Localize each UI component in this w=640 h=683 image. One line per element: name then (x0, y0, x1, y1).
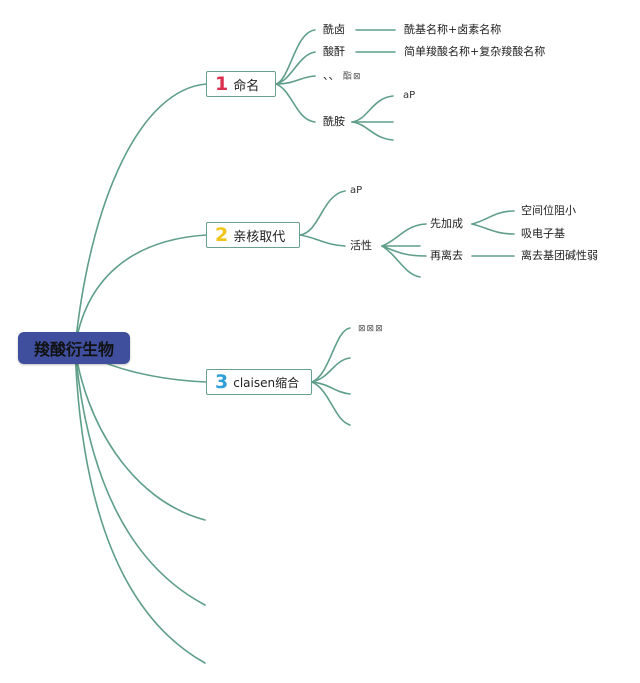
node-anhydride-rule[interactable]: 简单羧酸名称+复杂羧酸名称 (404, 45, 546, 58)
edge-naming-amide (275, 83, 316, 123)
root-node[interactable]: 羧酸衍生物 (18, 332, 130, 364)
node-substitution-ap[interactable]: aP (350, 185, 363, 196)
node-add-first[interactable]: 先加成 (430, 217, 463, 230)
edge-naming-ester (275, 75, 316, 85)
edge-activity-add (381, 223, 427, 247)
branch-number-2: 2 (215, 224, 229, 246)
edge-naming-anhydride (275, 51, 316, 85)
node-amide[interactable]: 酰胺 (323, 115, 345, 128)
node-activity[interactable]: 活性 (350, 239, 372, 252)
edge-amide-child-3 (351, 121, 394, 141)
node-acyl-halide[interactable]: 酰卤 (323, 23, 345, 36)
node-ester[interactable]: 、、 酯⊠ (323, 69, 362, 84)
edge-amide-child-1 (351, 95, 394, 123)
node-acyl-halide-rule[interactable]: 酰基名称+卤素名称 (404, 23, 502, 36)
node-electron-withdrawing[interactable]: 吸电子基 (521, 227, 565, 240)
edge-root-empty-3 (74, 347, 206, 664)
edge-substitution-activity (299, 234, 346, 247)
edge-naming-acyl-halide (275, 29, 316, 85)
edge-root-empty-2 (74, 347, 206, 606)
branch-label-substitution: 亲核取代 (233, 229, 286, 245)
branch-number-3: 3 (215, 371, 229, 393)
branch-claisen[interactable]: 3 claisen缩合 (206, 369, 312, 395)
edge-claisen-3 (311, 381, 351, 395)
edge-claisen-4 (311, 381, 351, 426)
edge-claisen-2 (311, 357, 351, 383)
branch-substitution[interactable]: 2 亲核取代 (206, 222, 300, 248)
edge-root-substitution (74, 234, 207, 349)
edge-root-empty-1 (74, 347, 206, 521)
edge-activity-eliminate (381, 245, 427, 257)
node-steric-small[interactable]: 空间位阻小 (521, 204, 576, 217)
edge-substitution-ap (299, 190, 346, 236)
edge-add-steric (471, 210, 515, 225)
edge-activity-bottom (381, 245, 421, 278)
node-weak-base-leaving[interactable]: 离去基团碱性弱 (521, 249, 598, 262)
branch-naming[interactable]: 1 命名 (206, 71, 276, 97)
root-label: 羧酸衍生物 (33, 340, 114, 359)
node-eliminate[interactable]: 再离去 (430, 249, 463, 262)
node-amide-child[interactable]: aP (403, 90, 416, 101)
edge-claisen-1 (311, 327, 351, 383)
ester-label: 、、 (323, 69, 340, 82)
edge-add-ewg (471, 223, 515, 235)
edge-root-naming (74, 83, 207, 349)
node-claisen-glyph[interactable]: ⊠⊠⊠ (358, 324, 384, 334)
ester-glyph: 酯⊠ (343, 72, 362, 82)
branch-number-1: 1 (215, 73, 229, 95)
branch-label-claisen: claisen缩合 (233, 375, 300, 390)
branch-label-naming: 命名 (233, 78, 260, 94)
node-anhydride[interactable]: 酸酐 (323, 45, 345, 58)
